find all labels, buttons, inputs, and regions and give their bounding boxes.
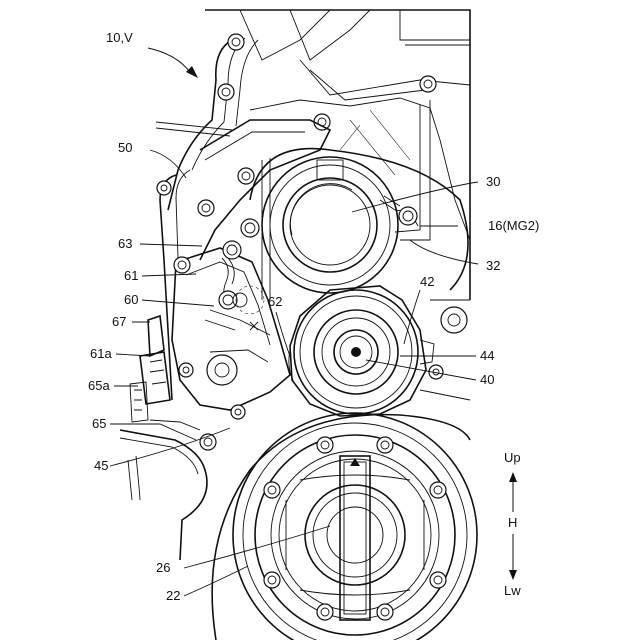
label-26: 26 xyxy=(156,560,170,575)
label-63: 63 xyxy=(118,236,132,251)
label-44: 44 xyxy=(480,348,494,363)
label-65a: 65a xyxy=(88,378,110,393)
upper-housing xyxy=(156,10,470,300)
label-60: 60 xyxy=(124,292,138,307)
leader-lines xyxy=(110,48,478,596)
direction-indicator: Up H Lw xyxy=(504,450,521,598)
label-22: 22 xyxy=(166,588,180,603)
lower-disc xyxy=(212,413,477,640)
label-42: 42 xyxy=(420,274,434,289)
label-assembly: 10,V xyxy=(106,30,133,45)
label-40: 40 xyxy=(480,372,494,387)
label-62: 62 xyxy=(268,294,282,309)
label-16-mg2: 16(MG2) xyxy=(488,218,539,233)
left-connector xyxy=(120,316,216,560)
gear-44 xyxy=(289,286,470,416)
label-65: 65 xyxy=(92,416,106,431)
direction-axis-label: H xyxy=(508,515,517,530)
label-67: 67 xyxy=(112,314,126,329)
label-50: 50 xyxy=(118,140,132,155)
label-61: 61 xyxy=(124,268,138,283)
parking-lever-mechanism xyxy=(172,241,290,419)
label-61a: 61a xyxy=(90,346,112,361)
arrow-down-icon xyxy=(509,570,517,580)
direction-up-label: Up xyxy=(504,450,521,465)
label-30: 30 xyxy=(486,174,500,189)
reference-labels: 10,V 50 63 61 60 67 61a 65a 65 45 62 30 … xyxy=(88,30,539,603)
label-45: 45 xyxy=(94,458,108,473)
label-32: 32 xyxy=(486,258,500,273)
direction-down-label: Lw xyxy=(504,583,521,598)
